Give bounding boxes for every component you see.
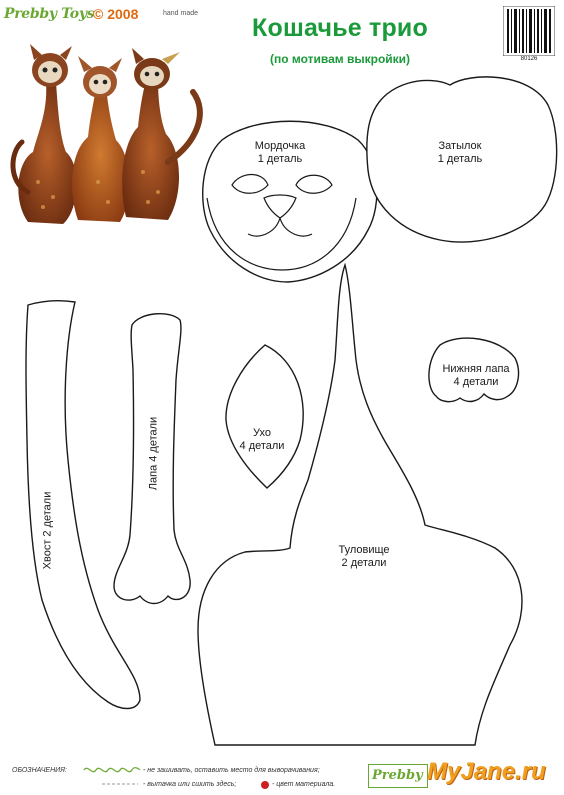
face-count: 1 деталь — [257, 153, 303, 165]
lower-paw-name: Нижняя лапа — [442, 363, 510, 375]
cat-toys-photo — [10, 44, 203, 224]
ear-count: 4 детали — [239, 440, 285, 452]
face-left-eye — [231, 173, 269, 194]
paw-piece — [113, 313, 191, 605]
face-name: Мордочка — [254, 140, 306, 152]
face-nose — [263, 194, 297, 219]
face-chin-line — [206, 197, 357, 271]
ear-name: Ухо — [253, 427, 271, 439]
page-subtitle: (по мотивам выкройки) — [269, 52, 411, 66]
body-piece — [197, 262, 523, 746]
face-right-eye — [295, 174, 333, 194]
brand-logo: Prebby Toys — [4, 6, 95, 22]
product-code: 80126 — [520, 56, 538, 62]
nape-piece — [366, 76, 558, 243]
tail-label: Хвост 2 детали — [41, 491, 54, 570]
face-label: Мордочка 1 деталь — [230, 140, 330, 166]
footer-brand-logo: Prebby Toys — [368, 764, 428, 788]
handmade-text: hand made — [163, 10, 199, 17]
barcode-icon — [503, 6, 555, 56]
tail-piece — [25, 300, 141, 710]
nape-name: Затылок — [438, 140, 482, 152]
page-title: Кошачье трио — [252, 14, 428, 42]
lower-paw-piece — [428, 337, 520, 403]
face-mouth — [247, 217, 313, 237]
nape-label: Затылок 1 деталь — [410, 140, 510, 166]
ear-piece — [225, 344, 304, 489]
legend-item-material: - цвет материала. — [272, 781, 336, 788]
material-color-marker-icon — [261, 781, 269, 789]
paw-label: Лапа 4 детали — [147, 416, 160, 491]
nape-count: 1 деталь — [437, 153, 483, 165]
body-label: Туловище 2 детали — [314, 544, 414, 570]
body-count: 2 детали — [341, 557, 387, 569]
lower-paw-count: 4 детали — [453, 376, 499, 388]
watermark-link[interactable]: MyJane.ru — [427, 758, 546, 785]
body-name: Туловище — [338, 544, 390, 556]
legend-item-gap: - не зашивать, оставить место для вывора… — [143, 767, 320, 774]
lower-paw-label: Нижняя лапа 4 детали — [420, 363, 532, 389]
legend-stitch-gap-icon — [83, 767, 141, 773]
legend-item-dart: - вытачка или сшить здесь; — [143, 781, 237, 788]
legend-title: ОБОЗНАЧЕНИЯ: — [12, 767, 67, 774]
copyright-text: © 2008 — [93, 6, 139, 22]
ear-label: Ухо 4 детали — [232, 427, 292, 453]
